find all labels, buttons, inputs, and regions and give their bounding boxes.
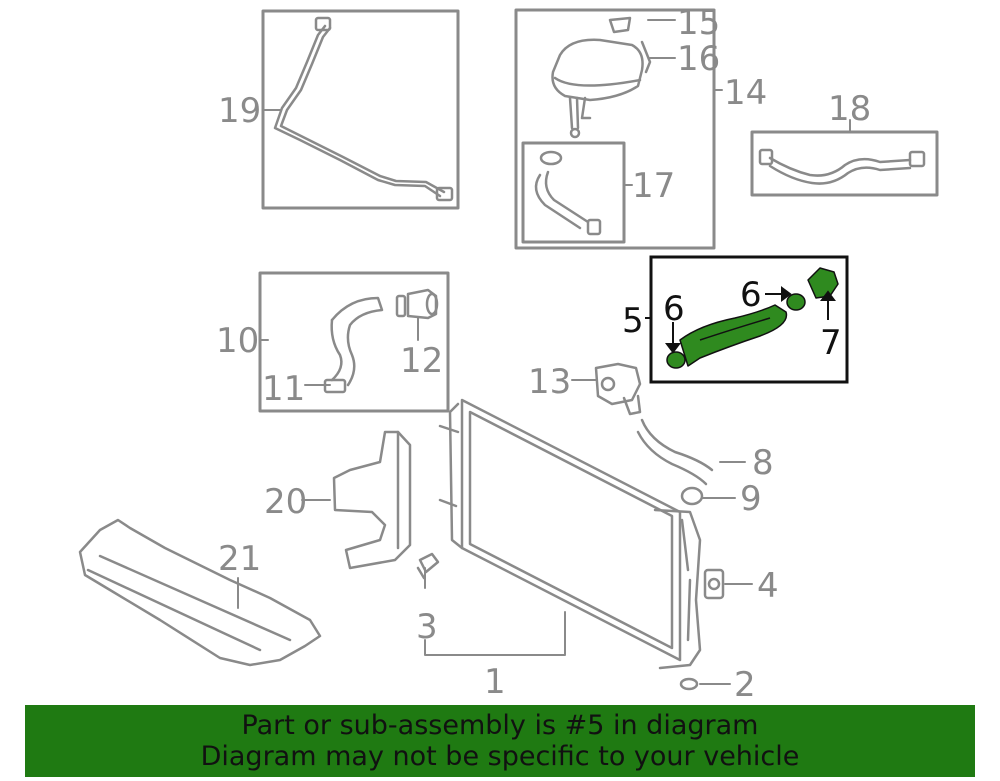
reservoir-hose-17 <box>534 150 602 236</box>
highlight-arrows <box>665 286 836 354</box>
callout-8: 8 <box>752 443 774 483</box>
reservoir-tank-14 <box>551 16 652 139</box>
callout-9: 9 <box>740 479 762 519</box>
callout-17: 17 <box>632 166 675 206</box>
cap-2 <box>679 677 699 691</box>
fitting-7 <box>807 267 839 299</box>
callout-14: 14 <box>724 73 767 113</box>
callout-15: 15 <box>677 3 720 43</box>
radiator-1 <box>438 398 702 670</box>
callout-20: 20 <box>264 482 307 522</box>
callout-11: 11 <box>262 369 305 409</box>
callout-19: 19 <box>218 91 261 131</box>
callout-21: 21 <box>218 539 261 579</box>
part-box-18 <box>750 130 939 197</box>
callout-2: 2 <box>734 665 756 705</box>
drain-plug-3 <box>416 552 440 580</box>
cover-21 <box>78 518 322 667</box>
mount-4 <box>703 568 725 600</box>
callout-10: 10 <box>216 321 259 361</box>
bracket-20 <box>332 430 412 570</box>
clamp-6-right <box>786 293 806 311</box>
callout-1: 1 <box>484 662 506 702</box>
callout-18: 18 <box>828 89 871 129</box>
callout-16: 16 <box>677 39 720 79</box>
notice-banner: Part or sub-assembly is #5 in diagram Di… <box>25 705 975 777</box>
callout-6-left: 6 <box>663 289 685 329</box>
callout-13: 13 <box>528 362 571 402</box>
callout-12: 12 <box>400 341 443 381</box>
callout-6-right: 6 <box>740 275 762 315</box>
radiator-hose-5 <box>666 267 839 369</box>
thermostat-housing-13 <box>594 362 642 416</box>
clamp-9 <box>680 486 704 506</box>
hose-11 <box>323 296 384 394</box>
notice-line-1: Part or sub-assembly is #5 in diagram <box>241 710 759 741</box>
notice-line-2: Diagram may not be specific to your vehi… <box>200 741 800 772</box>
highlight-box-5 <box>645 255 849 384</box>
callout-3: 3 <box>416 607 438 647</box>
leader-lines <box>237 9 851 685</box>
part-box-17 <box>521 141 626 244</box>
clamp-6-left <box>666 351 686 369</box>
fitting-12 <box>395 288 439 320</box>
callout-7: 7 <box>820 323 842 363</box>
part-box-10 <box>258 271 450 413</box>
callout-5: 5 <box>622 301 644 341</box>
hose-8 <box>636 418 714 486</box>
hose-18 <box>758 148 926 185</box>
callout-4: 4 <box>757 566 779 606</box>
reservoir-hose-19 <box>273 16 454 202</box>
part-box-19 <box>261 9 460 210</box>
